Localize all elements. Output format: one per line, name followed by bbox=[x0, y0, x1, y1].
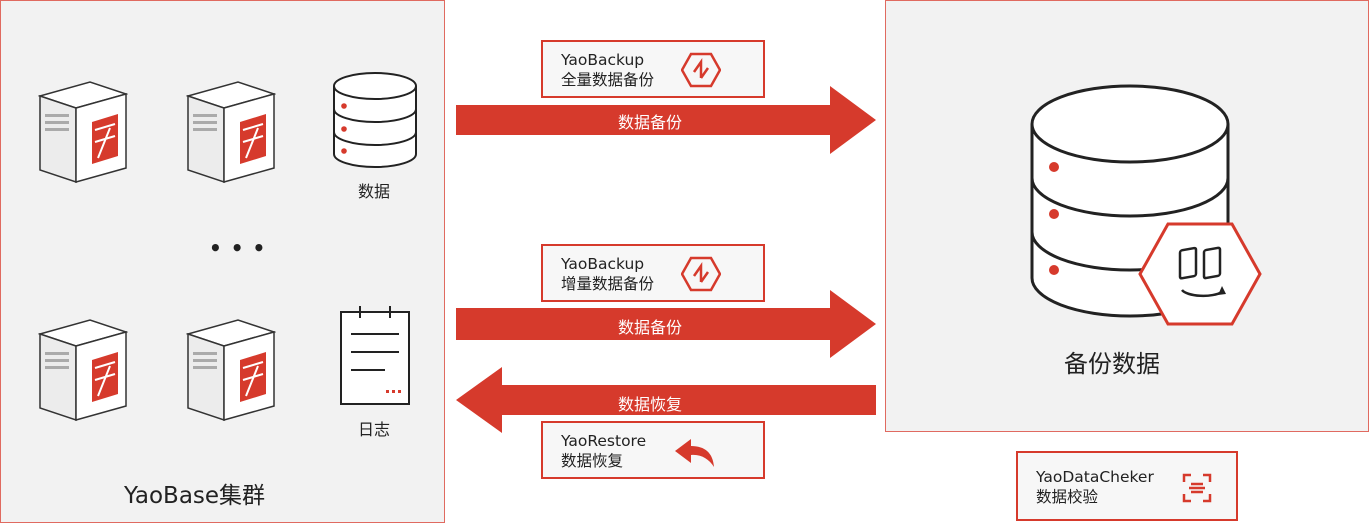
full-backup-tool-box: YaoBackup 全量数据备份 bbox=[541, 40, 765, 98]
restore-arrow-label: 数据恢复 bbox=[617, 395, 682, 414]
backup-hexagon-icon bbox=[681, 52, 721, 88]
tool-name: YaoBackup bbox=[561, 51, 645, 69]
restore-arrow bbox=[456, 367, 876, 433]
data-checker-tool-text: YaoDataCheker 数据校验 bbox=[1036, 467, 1154, 507]
tool-name: YaoRestore bbox=[561, 432, 647, 450]
tool-name: YaoDataCheker bbox=[1036, 468, 1154, 486]
scan-check-icon bbox=[1182, 473, 1212, 503]
sync-hexagon-icon bbox=[1138, 222, 1262, 326]
restore-tool-text: YaoRestore 数据恢复 bbox=[561, 431, 646, 471]
data-checker-tool-box: YaoDataCheker 数据校验 bbox=[1016, 451, 1238, 521]
server-icon bbox=[38, 319, 128, 422]
incremental-backup-arrow-label: 数据备份 bbox=[617, 318, 682, 337]
backup-hexagon-icon bbox=[681, 256, 721, 292]
undo-arrow-icon bbox=[675, 439, 714, 467]
log-document-icon bbox=[340, 306, 410, 405]
cluster-title: YaoBase集群 bbox=[124, 483, 266, 509]
tool-desc: 数据恢复 bbox=[561, 452, 624, 470]
ellipsis: • • • bbox=[209, 236, 267, 260]
full-backup-arrow-label: 数据备份 bbox=[617, 113, 682, 132]
incremental-backup-arrow bbox=[456, 290, 876, 358]
tool-desc: 全量数据备份 bbox=[561, 71, 655, 89]
tool-desc: 数据校验 bbox=[1036, 488, 1099, 506]
restore-tool-box: YaoRestore 数据恢复 bbox=[541, 421, 765, 479]
log-label: 日志 bbox=[358, 420, 391, 439]
full-backup-arrow bbox=[456, 86, 876, 154]
incremental-backup-tool-text: YaoBackup 增量数据备份 bbox=[561, 254, 654, 294]
full-backup-tool-text: YaoBackup 全量数据备份 bbox=[561, 50, 654, 90]
tool-name: YaoBackup bbox=[561, 255, 645, 273]
server-icon bbox=[38, 81, 128, 184]
server-icon bbox=[186, 319, 276, 422]
tool-desc: 增量数据备份 bbox=[561, 275, 655, 293]
data-label: 数据 bbox=[358, 182, 391, 201]
backup-store-title: 备份数据 bbox=[1064, 350, 1160, 378]
database-icon bbox=[333, 72, 417, 168]
server-icon bbox=[186, 81, 276, 184]
incremental-backup-tool-box: YaoBackup 增量数据备份 bbox=[541, 244, 765, 302]
